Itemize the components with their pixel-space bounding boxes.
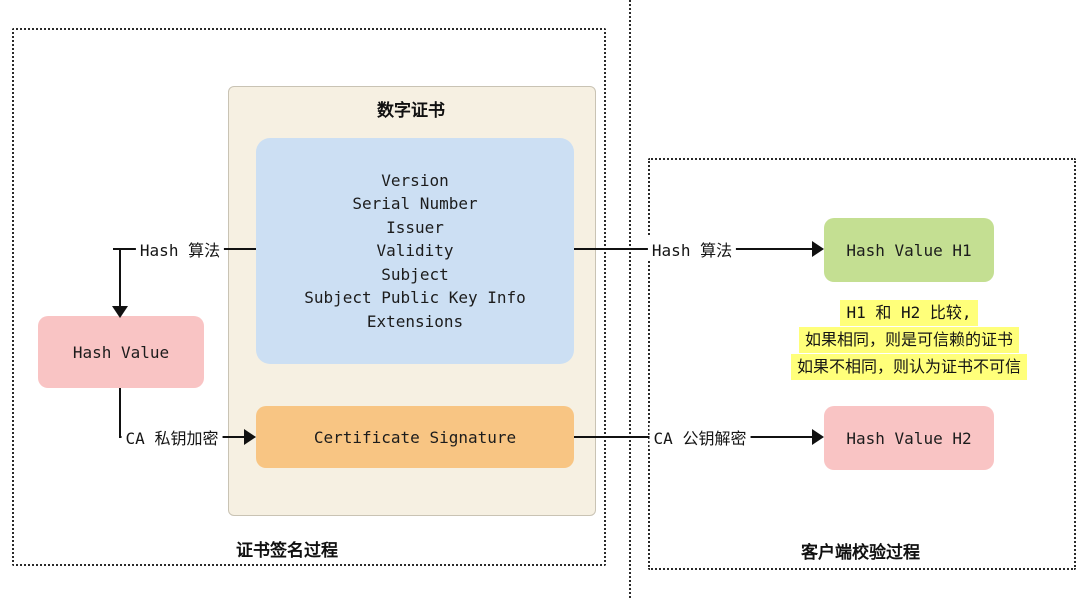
arrow-right-icon <box>812 241 824 257</box>
hash-algo-right-label: Hash 算法 <box>647 237 737 261</box>
comparison-note: H1 和 H2 比较, 如果相同，则是可信赖的证书 如果不相同，则认为证书不可信 <box>744 300 1074 380</box>
hash-algo-left-down-line <box>119 249 121 306</box>
arrow-down-icon <box>112 306 128 318</box>
field-version: Version <box>381 170 449 190</box>
panel-divider-line <box>629 0 631 598</box>
certificate-signature-box: Certificate Signature <box>256 406 574 468</box>
ca-encrypt-down-line <box>119 388 121 438</box>
field-issuer: Issuer <box>386 217 444 237</box>
field-subject-public-key-info: Subject Public Key Info <box>304 288 526 308</box>
signing-process-caption: 证书签名过程 <box>236 541 338 560</box>
signing-process-panel <box>12 28 606 566</box>
note-line-3: 如果不相同，则认为证书不可信 <box>790 354 1027 380</box>
verification-process-panel <box>648 158 1076 570</box>
arrow-right-icon <box>812 429 824 445</box>
certificate-fields-box: Version Serial Number Issuer Validity Su… <box>256 138 574 364</box>
note-line-2: 如果相同，则是可信赖的证书 <box>798 327 1019 353</box>
hash-algo-left-label: Hash 算法 <box>135 237 225 261</box>
note-line-1: H1 和 H2 比较, <box>840 300 978 326</box>
hash-value-h2-box: Hash Value H2 <box>824 406 994 470</box>
ca-decrypt-label: CA 公钥解密 <box>649 425 751 449</box>
field-subject: Subject <box>381 264 449 284</box>
ca-encrypt-label: CA 私钥加密 <box>121 425 223 449</box>
field-extensions: Extensions <box>366 311 464 331</box>
hash-value-box: Hash Value <box>38 316 204 388</box>
hash-value-h1-box: Hash Value H1 <box>824 218 994 282</box>
arrow-right-icon <box>244 429 256 445</box>
field-validity: Validity <box>376 241 454 261</box>
verification-process-caption: 客户端校验过程 <box>801 543 920 562</box>
field-serial-number: Serial Number <box>352 194 478 214</box>
certificate-title: 数字证书 <box>377 101 445 120</box>
